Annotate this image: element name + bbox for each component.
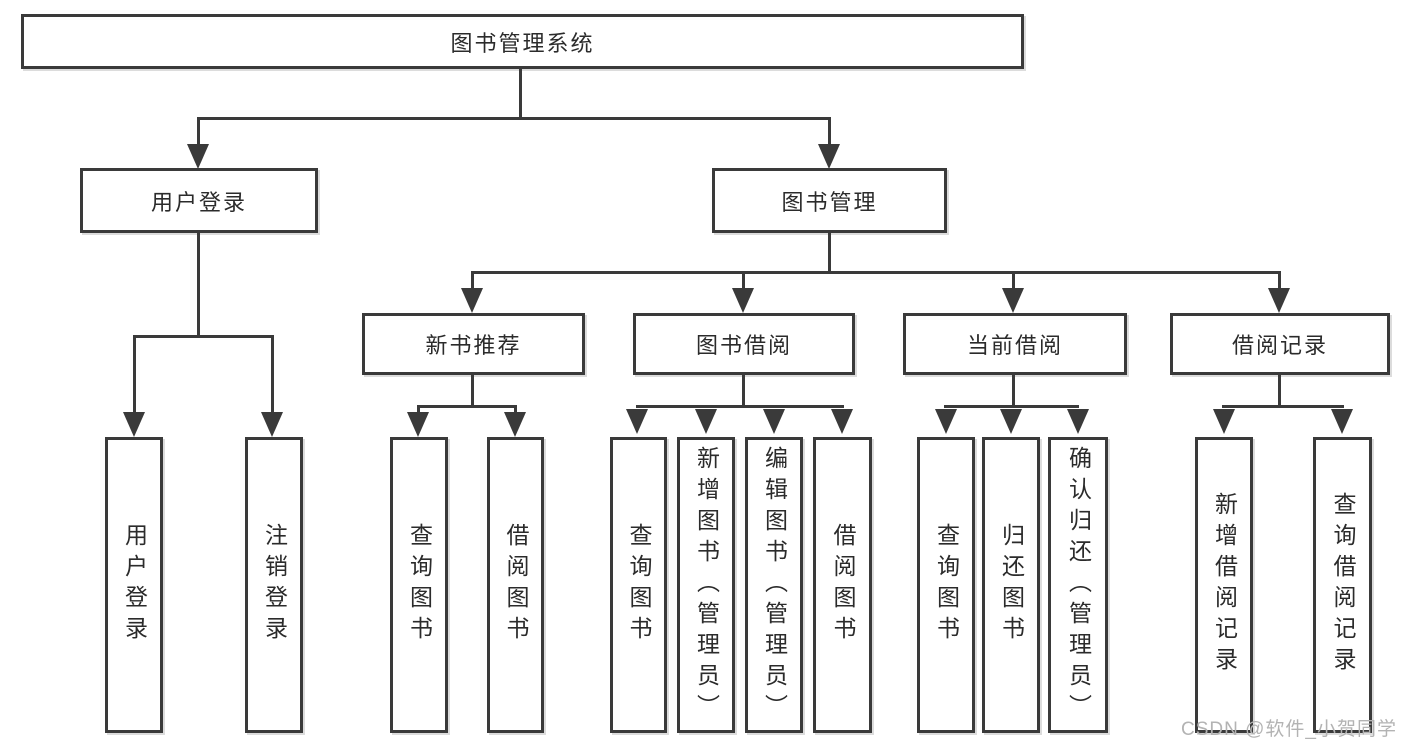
connector-vline — [1278, 271, 1281, 293]
connector-hline — [636, 405, 844, 408]
leaf-borrow-books-recommend: 借阅图书 — [487, 437, 544, 733]
leaf-edit-books-admin: 编辑图书（管理员） — [745, 437, 803, 733]
connector-vline — [271, 335, 274, 415]
leaf-confirm-return-admin: 确认归还（管理员） — [1048, 437, 1108, 733]
connector-arrowhead — [1331, 409, 1353, 434]
leaf-add-books-admin: 新增图书（管理员） — [677, 437, 735, 733]
leaf-query-books-recommend-label: 查询图书 — [406, 523, 433, 647]
leaf-query-books-borrowing-label: 查询图书 — [626, 523, 652, 647]
connector-arrowhead — [818, 144, 840, 169]
connector-vline — [1278, 375, 1281, 408]
connector-vline — [471, 271, 474, 293]
connector-arrowhead — [187, 144, 209, 169]
connector-arrowhead — [626, 409, 648, 434]
connector-vline — [742, 375, 745, 408]
leaf-query-books-current: 查询图书 — [917, 437, 975, 733]
connector-vline — [417, 405, 420, 415]
connector-vline — [519, 68, 522, 120]
node-user-login-label: 用户登录 — [150, 189, 247, 215]
connector-hline — [417, 405, 517, 408]
connector-hline — [471, 271, 1281, 274]
leaf-borrow-books-borrowing: 借阅图书 — [813, 437, 872, 733]
leaf-user-login: 用户登录 — [105, 437, 163, 733]
connector-vline — [514, 405, 517, 415]
csdn-watermark: CSDN @软件_小贺同学 — [1181, 719, 1397, 740]
leaf-add-books-admin-label: 新增图书（管理员） — [693, 445, 720, 725]
node-library-system-label: 图书管理系统 — [450, 30, 595, 56]
connector-vline — [471, 375, 474, 408]
connector-arrowhead — [407, 412, 429, 437]
connector-vline — [742, 271, 745, 293]
connector-arrowhead — [732, 288, 754, 313]
connector-arrowhead — [831, 409, 853, 434]
node-book-management: 图书管理 — [712, 168, 947, 233]
leaf-return-books-label: 归还图书 — [998, 523, 1025, 647]
leaf-add-borrow-record-label: 新增借阅记录 — [1211, 492, 1238, 678]
node-library-system: 图书管理系统 — [21, 14, 1024, 69]
leaf-confirm-return-admin-label: 确认归还（管理员） — [1065, 445, 1092, 725]
leaf-query-borrow-record: 查询借阅记录 — [1313, 437, 1372, 733]
leaf-query-books-current-label: 查询图书 — [933, 523, 960, 647]
connector-arrowhead — [1002, 288, 1024, 313]
connector-arrowhead — [763, 409, 785, 434]
connector-vline — [828, 233, 831, 274]
node-new-book-recommend: 新书推荐 — [362, 313, 585, 375]
connector-hline — [944, 405, 1079, 408]
leaf-logout-login-label: 注销登录 — [261, 523, 288, 647]
connector-vline — [197, 233, 200, 338]
node-borrowing-records-label: 借阅记录 — [1231, 333, 1328, 358]
connector-vline — [828, 117, 831, 148]
connector-vline — [1012, 271, 1015, 293]
leaf-query-books-recommend: 查询图书 — [390, 437, 448, 733]
node-book-management-label: 图书管理 — [781, 189, 878, 215]
leaf-logout-login: 注销登录 — [245, 437, 303, 733]
connector-arrowhead — [1213, 409, 1235, 434]
connector-arrowhead — [504, 412, 526, 437]
leaf-query-borrow-record-label: 查询借阅记录 — [1330, 492, 1356, 678]
connector-arrowhead — [1000, 409, 1022, 434]
node-borrowing-records: 借阅记录 — [1170, 313, 1390, 375]
leaf-borrow-books-borrowing-label: 借阅图书 — [830, 523, 856, 647]
connector-hline — [133, 335, 274, 338]
node-current-borrowing-label: 当前借阅 — [966, 333, 1063, 358]
connector-arrowhead — [1268, 288, 1290, 313]
connector-arrowhead — [261, 412, 283, 437]
connector-arrowhead — [123, 412, 145, 437]
node-user-login: 用户登录 — [80, 168, 318, 233]
leaf-return-books: 归还图书 — [982, 437, 1040, 733]
connector-arrowhead — [1067, 409, 1089, 434]
connector-vline — [1012, 375, 1015, 408]
leaf-borrow-books-recommend-label: 借阅图书 — [503, 523, 529, 647]
connector-arrowhead — [461, 288, 483, 313]
connector-arrowhead — [695, 409, 717, 434]
leaf-edit-books-admin-label: 编辑图书（管理员） — [761, 445, 788, 725]
node-book-borrowing-label: 图书借阅 — [695, 333, 792, 358]
leaf-user-login-label: 用户登录 — [121, 523, 148, 647]
connector-hline — [197, 117, 830, 120]
connector-vline — [133, 335, 136, 415]
leaf-add-borrow-record: 新增借阅记录 — [1195, 437, 1253, 733]
leaf-query-books-borrowing: 查询图书 — [610, 437, 667, 733]
connector-hline — [1222, 405, 1344, 408]
connector-arrowhead — [935, 409, 957, 434]
node-new-book-recommend-label: 新书推荐 — [425, 333, 522, 358]
node-current-borrowing: 当前借阅 — [903, 313, 1127, 375]
connector-vline — [197, 117, 200, 148]
node-book-borrowing: 图书借阅 — [633, 313, 855, 375]
